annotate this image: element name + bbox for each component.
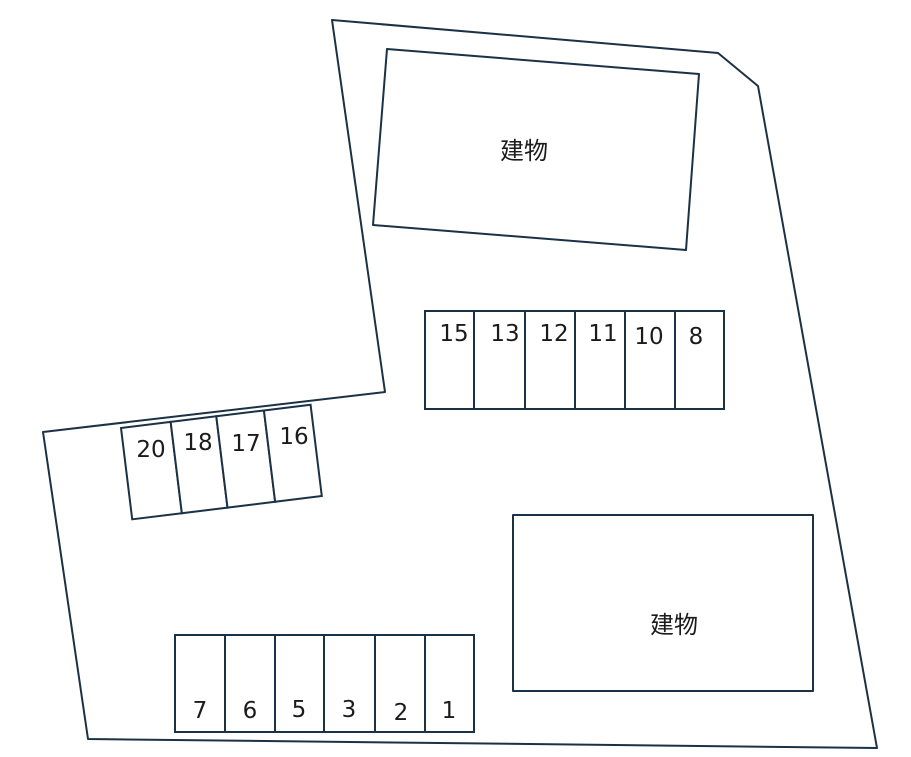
- parking-space-label: 16: [279, 424, 308, 450]
- building-south-label: 建物: [650, 611, 698, 639]
- parking-space-11: [574, 310, 626, 410]
- parking-space-label: 8: [689, 324, 704, 350]
- building-north-outline: [372, 48, 700, 251]
- parking-space-label: 10: [634, 324, 663, 350]
- parking-space-label: 15: [439, 321, 468, 347]
- parking-space-label: 7: [193, 698, 208, 724]
- building-south-outline: [512, 514, 814, 692]
- parking-space-3: [323, 634, 376, 733]
- parking-space-label: 12: [539, 321, 568, 347]
- parking-space-label: 11: [588, 321, 617, 347]
- building-south: 建物: [512, 514, 814, 692]
- parking-space-label: 13: [490, 321, 519, 347]
- parking-space-1: [424, 634, 475, 733]
- parking-space-label: 6: [243, 698, 258, 724]
- parking-space-label: 1: [442, 698, 457, 724]
- parking-row-bottom: 7 6 5 3 2 1: [174, 634, 475, 733]
- parking-space-16: [262, 403, 323, 503]
- building-north-label: 建物: [500, 137, 548, 165]
- parking-space-label: 20: [136, 437, 165, 463]
- parking-space-2: [374, 634, 426, 733]
- site-boundary: [42, 19, 878, 749]
- parking-space-label: 18: [183, 430, 212, 456]
- parking-space-label: 5: [292, 697, 307, 723]
- parking-space-8: [674, 310, 725, 410]
- parking-row-west: [119, 403, 323, 521]
- building-north: 建物: [372, 48, 700, 251]
- parking-space-6: [224, 634, 276, 733]
- parking-space-12: [524, 310, 576, 410]
- parking-space-label: 3: [342, 697, 357, 723]
- parking-space-7: [174, 634, 226, 733]
- parking-space-label: 17: [231, 431, 260, 457]
- parking-row-center: 15 13 12 11 10 8: [424, 310, 725, 410]
- parking-space-label: 2: [394, 700, 409, 726]
